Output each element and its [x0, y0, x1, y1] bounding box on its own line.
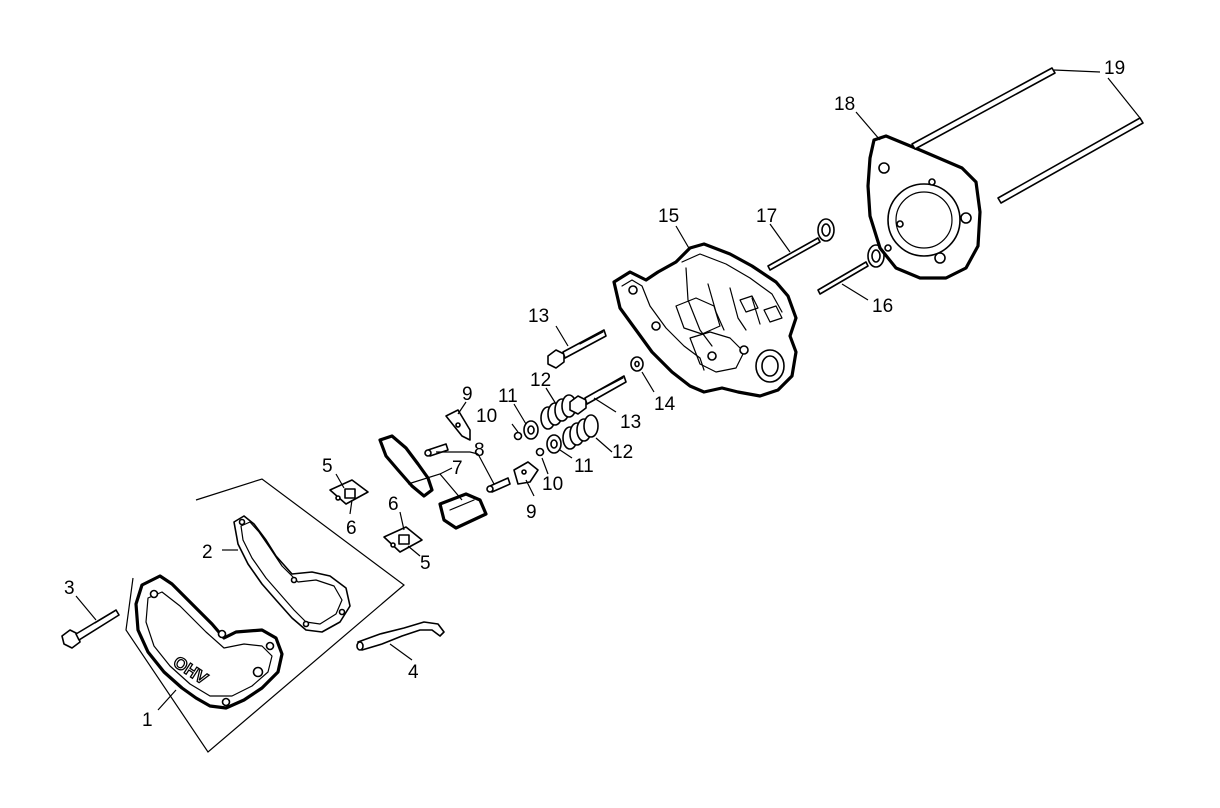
guide-plate-upper [445, 409, 471, 441]
rocker-arm-upper [378, 434, 434, 498]
exhaust-valve [817, 244, 885, 295]
callout-9-lower: 9 [526, 502, 537, 523]
valve-keeper-upper [513, 431, 523, 441]
spring-retainer-lower [546, 434, 562, 454]
guide-plate-lower [513, 461, 539, 485]
callout-14: 14 [654, 394, 676, 415]
push-rod-lower [997, 117, 1144, 204]
callout-6-lower: 6 [388, 494, 399, 515]
callout-10-lower: 10 [542, 474, 563, 495]
callout-16: 16 [872, 296, 893, 317]
callout-18: 18 [834, 94, 855, 115]
valve-keeper-lower [535, 447, 545, 457]
rocker-stud-upper [424, 443, 449, 457]
head-bolt-lower [569, 375, 627, 415]
head-bolt-upper [547, 329, 607, 369]
callout-19: 19 [1104, 58, 1125, 79]
spring-retainer-upper [523, 420, 539, 440]
breather-plate-lower [383, 526, 423, 553]
rocker-stud-lower [486, 477, 511, 493]
intake-valve [767, 218, 835, 271]
cover-bolt [61, 609, 120, 649]
valve-spring-upper [540, 394, 577, 430]
callout-7: 7 [452, 458, 463, 479]
callout-11-upper: 11 [498, 386, 518, 407]
breather-plate-upper [329, 479, 369, 505]
callout-6-upper: 6 [346, 518, 357, 539]
callout-3: 3 [64, 578, 75, 599]
callout-5-lower: 5 [420, 553, 431, 574]
cover-group-bracket [125, 478, 405, 753]
callout-13-lower: 13 [620, 412, 641, 433]
callout-8: 8 [474, 440, 485, 461]
callout-1: 1 [142, 710, 153, 731]
breather-hose [356, 621, 445, 651]
push-rod-upper [911, 67, 1056, 150]
callout-13-upper: 13 [528, 306, 549, 327]
callout-10-upper: 10 [476, 406, 497, 427]
callout-12-upper: 12 [530, 370, 551, 391]
callout-5-upper: 5 [322, 456, 333, 477]
cylinder-head [612, 242, 798, 398]
callout-17: 17 [756, 206, 777, 227]
leader-lines [75, 69, 1141, 711]
callout-12-lower: 12 [612, 442, 633, 463]
callout-9-upper: 9 [462, 384, 473, 405]
head-gasket [866, 134, 982, 280]
callout-11-lower: 11 [574, 456, 594, 477]
callout-4: 4 [408, 662, 419, 683]
valve-spring-lower [562, 414, 599, 450]
rocker-arm-lower [438, 492, 488, 530]
callout-15: 15 [658, 206, 679, 227]
callout-labels: 1 2 3 4 5 6 6 5 7 8 9 9 10 10 11 11 12 1… [64, 58, 1125, 731]
callout-2: 2 [202, 542, 213, 563]
valve-cover: OHV [134, 574, 284, 710]
cover-gasket [233, 515, 351, 633]
washer [630, 356, 644, 372]
